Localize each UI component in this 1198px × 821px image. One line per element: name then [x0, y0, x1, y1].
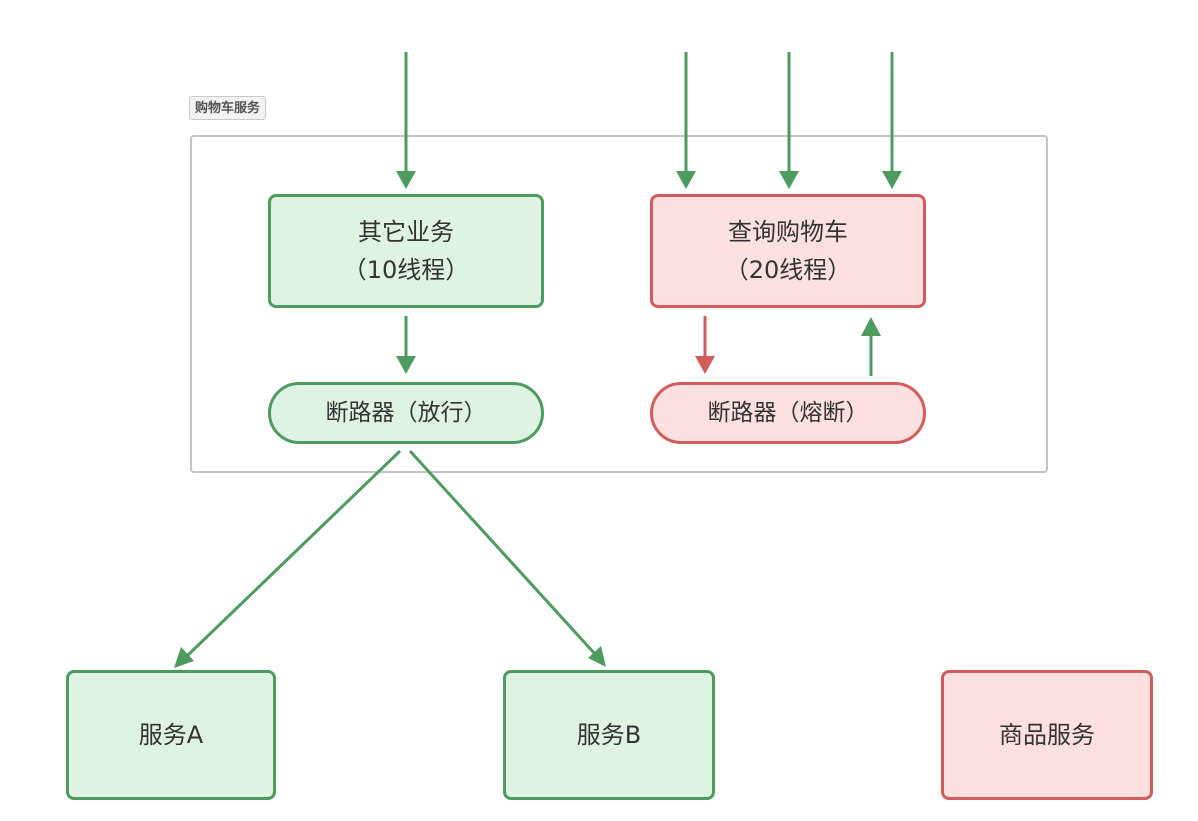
other-business-node[interactable]: 其它业务 （10线程） [268, 194, 544, 308]
arrow-cart-to-breaker [695, 316, 715, 374]
arrow-breaker-back-to-cart [861, 317, 881, 376]
product-service-node[interactable]: 商品服务 [941, 670, 1153, 800]
query-cart-node[interactable]: 查询购物车 （20线程） [650, 194, 926, 308]
circuit-breaker-open-node[interactable]: 断路器（放行） [268, 382, 544, 444]
arrow-into-query-cart-3 [882, 52, 902, 189]
arrow-into-query-cart-1 [676, 52, 696, 189]
service-b-node[interactable]: 服务B [503, 670, 715, 800]
cart-service-group [190, 135, 1048, 473]
arrow-into-query-cart-2 [779, 52, 799, 189]
product-service-label: 商品服务 [999, 721, 1095, 749]
arrow-breaker-to-service-a [174, 449, 402, 668]
cart-service-group-label: 购物车服务 [189, 96, 267, 120]
arrow-other-to-breaker [396, 316, 416, 374]
other-business-title: 其它业务 [358, 218, 454, 246]
arrow-into-other-business [396, 52, 416, 189]
circuit-breaker-fused-node[interactable]: 断路器（熔断） [650, 382, 926, 444]
circuit-breaker-fused-label: 断路器（熔断） [707, 400, 869, 426]
service-a-label: 服务A [138, 721, 204, 749]
other-business-threads: （10线程） [342, 256, 470, 284]
arrow-breaker-to-service-b [408, 449, 606, 667]
service-a-node[interactable]: 服务A [66, 670, 276, 800]
query-cart-title: 查询购物车 [728, 218, 848, 246]
service-b-label: 服务B [576, 721, 642, 749]
circuit-breaker-open-label: 断路器（放行） [325, 400, 487, 426]
query-cart-threads: （20线程） [724, 256, 852, 284]
